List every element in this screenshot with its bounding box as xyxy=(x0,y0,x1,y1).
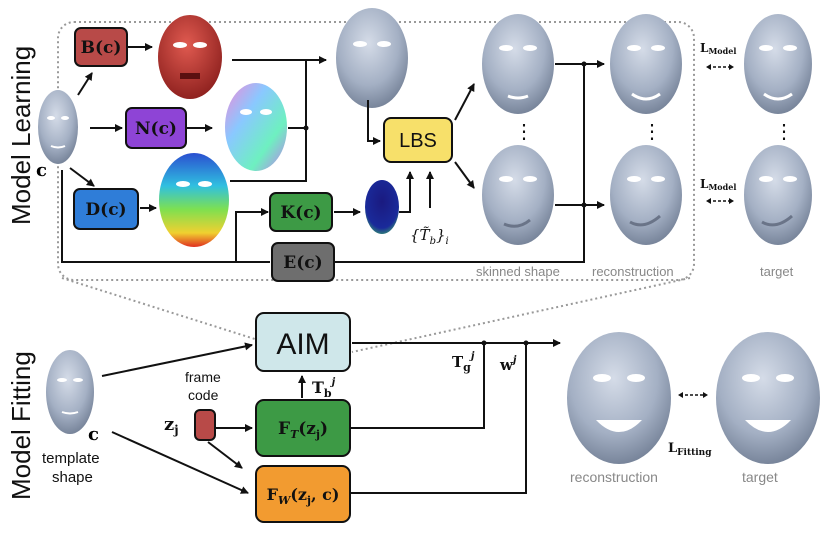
template-face-top xyxy=(38,90,78,164)
recon-face-2 xyxy=(610,145,682,245)
target-face-bottom xyxy=(716,332,820,464)
model-learning-title: Model Learning xyxy=(6,46,36,225)
normal-face xyxy=(225,83,287,171)
ft-block: FT(zj) xyxy=(255,399,351,457)
dots-3: ⋮ xyxy=(774,119,794,143)
heatmap-face xyxy=(159,153,229,247)
d-block: D(c) xyxy=(73,188,139,230)
svg-text:FW(zj, c): FW(zj, c) xyxy=(267,485,340,507)
red-face xyxy=(158,15,222,99)
dots-1: ⋮ xyxy=(514,119,534,143)
svg-text:E(c): E(c) xyxy=(283,253,322,273)
skinned-caption: skinned shape xyxy=(476,264,560,279)
c-label-top: c xyxy=(36,160,47,181)
b-block: B(c) xyxy=(74,27,128,67)
svg-text:LBS: LBS xyxy=(399,130,437,152)
frame-code-label-2: code xyxy=(188,387,219,403)
l-model-label-2: LModel xyxy=(700,177,736,192)
svg-text:B(c): B(c) xyxy=(81,38,122,58)
svg-text:FT(zj): FT(zj) xyxy=(278,419,328,441)
recon-face-bottom xyxy=(567,332,671,464)
dots-2: ⋮ xyxy=(642,119,662,143)
tb-set-label: {T̃b}i xyxy=(410,226,449,247)
c-label-bottom: c xyxy=(88,424,99,445)
lbs-block: LBS xyxy=(383,117,453,163)
recon-caption-top: reconstruction xyxy=(592,264,674,279)
l-model-label-1: LModel xyxy=(700,41,736,56)
model-loss-arrows xyxy=(680,66,732,396)
k-block: K(c) xyxy=(269,192,333,232)
template-label-2: shape xyxy=(52,469,93,486)
template-face-bottom xyxy=(46,350,94,434)
recon-face-1 xyxy=(610,14,682,114)
zj-label: zj xyxy=(164,414,179,437)
n-block: N(c) xyxy=(125,107,187,149)
svg-text:N(c): N(c) xyxy=(135,119,177,139)
fw-block: FW(zj, c) xyxy=(255,465,351,523)
skinned-face-1 xyxy=(482,14,554,114)
frame-code-block xyxy=(194,409,216,441)
e-block: E(c) xyxy=(271,242,335,282)
skinned-face-2 xyxy=(482,145,554,245)
target-caption-top: target xyxy=(760,264,794,279)
recon-caption-bottom: reconstruction xyxy=(570,469,658,485)
shape-face xyxy=(336,8,408,108)
svg-text:K(c): K(c) xyxy=(280,203,321,223)
tb-arrow-label: Tbj xyxy=(312,377,336,400)
target-caption-bottom: target xyxy=(742,469,778,485)
svg-text:AIM: AIM xyxy=(276,328,329,361)
svg-text:D(c): D(c) xyxy=(85,200,126,220)
target-face-2 xyxy=(744,145,812,245)
template-label-1: template xyxy=(42,450,100,467)
k-face xyxy=(365,180,399,234)
target-face-1 xyxy=(744,14,812,114)
w-label: wj xyxy=(499,355,517,374)
model-fitting-title: Model Fitting xyxy=(6,351,36,500)
l-fitting-label: LFitting xyxy=(668,441,712,458)
aim-block: AIM xyxy=(255,312,351,372)
tg-label: Tgj xyxy=(452,351,475,374)
frame-code-label-1: frame xyxy=(185,369,221,385)
zoom-line-left xyxy=(61,277,259,341)
